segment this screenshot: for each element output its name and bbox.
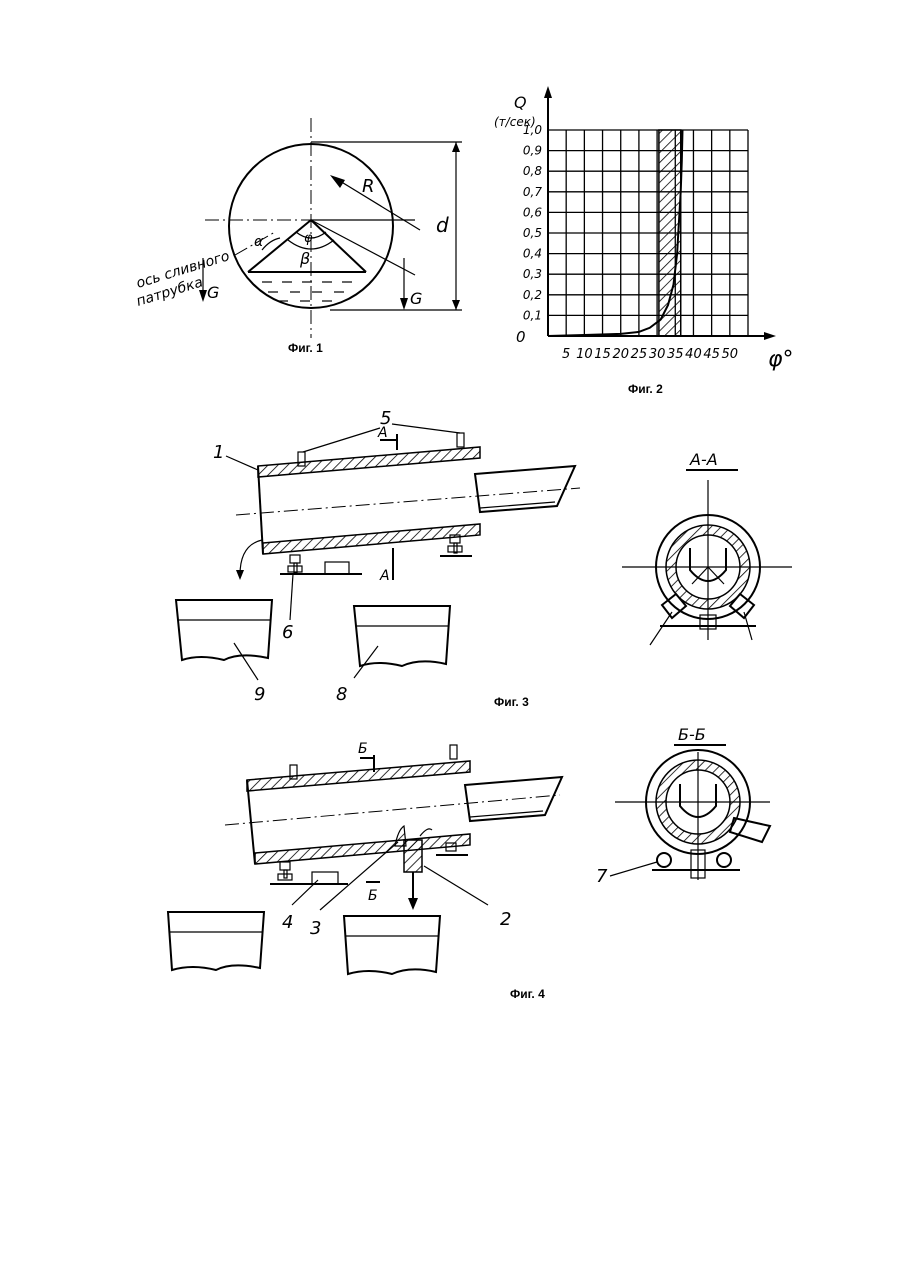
- fig3-caption: Фиг. 3: [494, 695, 529, 709]
- y-axis-label-line1: Q: [514, 93, 527, 112]
- radius-R-arrowhead: [330, 175, 345, 188]
- label-8: 8: [336, 684, 347, 705]
- flow-curl: [420, 829, 432, 836]
- leader-9: [234, 643, 258, 680]
- radius-R-diagonal: [311, 220, 415, 275]
- diameter-arrow-bottom: [452, 300, 460, 310]
- label-phi: φ: [304, 231, 313, 246]
- discharge-spout: [475, 466, 575, 512]
- figure-4: Б Б 4 3 2 Фиг. 4 Б-Б: [168, 725, 770, 1001]
- leader-5-right: [392, 424, 460, 433]
- section-A-A-label: А-А: [689, 450, 718, 469]
- label-G-left: G: [207, 283, 219, 302]
- label-alpha: α: [254, 234, 264, 250]
- section-B-B: Б-Б 7: [596, 725, 770, 887]
- x-tick-label-20: 20: [612, 347, 629, 362]
- fig4-caption: Фиг. 4: [510, 987, 545, 1001]
- y-tick-label-3: 0,3: [523, 267, 542, 281]
- y-tick-label-1: 0,1: [523, 308, 542, 322]
- cut-B-bottom-label: Б: [368, 888, 378, 904]
- y-axis-arrowhead: [544, 86, 552, 98]
- y-tick-label-2: 0,2: [523, 288, 542, 302]
- x-tick-label-35: 35: [667, 347, 684, 362]
- cut-A-bottom-label: А: [379, 568, 390, 584]
- gravity-arrow-right-head: [400, 298, 408, 310]
- leader-6: [290, 574, 293, 620]
- leader-7: [610, 862, 657, 876]
- liquid-fill-dashes: [262, 282, 352, 301]
- x-tick-label-25: 25: [631, 347, 648, 362]
- leader-2: [424, 866, 488, 905]
- drum4-wall-bottom-hatched: [255, 834, 470, 864]
- fig1-caption: Фиг. 1: [288, 341, 323, 355]
- drum-axis: [236, 488, 580, 515]
- label-4: 4: [282, 912, 293, 933]
- figure-2-chart: 5 101520253035404550 0,1 0,2 0,3 0,4 0,5 0,6 0,7…: [494, 86, 794, 372]
- label-5: 5: [380, 408, 391, 429]
- y-tick-label-6: 0,6: [523, 205, 542, 219]
- x-tick-label-5: 5: [562, 347, 570, 362]
- vessel-right-4: [344, 916, 440, 974]
- drum4-wall-top-hatched: [247, 761, 470, 791]
- radius-line-right: [311, 220, 366, 272]
- x-tick-label-50: 50: [722, 347, 739, 362]
- leader-5-left: [303, 428, 380, 452]
- vessel-left-4: [168, 912, 264, 970]
- x-tick-label-40: 40: [685, 347, 702, 362]
- y-tick-label-8: 0,8: [523, 164, 542, 178]
- label-3: 3: [310, 918, 321, 939]
- vessel-8: [354, 606, 450, 666]
- drain-flow-arrowhead: [408, 898, 418, 910]
- radius-R-arrow-line: [335, 178, 420, 230]
- leader-1: [226, 456, 258, 470]
- origin-label: 0: [516, 328, 526, 346]
- fig2-caption: Фиг. 2: [628, 382, 663, 396]
- x-axis-arrowhead: [764, 332, 776, 340]
- y-tick-label-9: 0,9: [523, 144, 542, 158]
- figure-3: А А 1 5 6 9: [176, 408, 792, 709]
- vessel-9: [176, 600, 272, 660]
- outflow-arrowhead: [236, 570, 244, 580]
- drain-nozzle: [404, 840, 422, 872]
- drum4-top-support-right: [450, 745, 457, 759]
- bottom-support-left: [280, 555, 362, 574]
- y-tick-label-5: 0,5: [523, 226, 542, 240]
- diameter-arrow-top: [452, 142, 460, 152]
- label-7: 7: [596, 866, 608, 887]
- x-tick-label-30: 30: [649, 347, 666, 362]
- label-9: 9: [254, 684, 265, 705]
- gravity-arrow-left-head: [199, 290, 207, 302]
- cut-B-top-label: Б: [358, 741, 368, 757]
- x-tick-label-45: 45: [703, 347, 720, 362]
- label-6: 6: [282, 622, 293, 643]
- x-tick-label-10: 10: [576, 347, 593, 362]
- label-G-right: G: [410, 289, 422, 308]
- y-tick-label-4: 0,4: [523, 247, 542, 261]
- label-d: d: [436, 213, 449, 237]
- section-A-A: А-А: [622, 450, 792, 645]
- outflow-arrow: [240, 540, 262, 575]
- label-1: 1: [213, 442, 224, 463]
- drum4-bottom-support-left: [270, 862, 348, 884]
- y-axis-label-line2: (т/сек): [494, 115, 536, 129]
- label-2: 2: [500, 909, 511, 930]
- y-tick-label-7: 0,7: [523, 185, 542, 199]
- section-B-roller-right: [717, 853, 731, 867]
- label-R: R: [362, 176, 375, 197]
- top-support-right: [457, 433, 464, 447]
- x-tick-label-15: 15: [594, 347, 611, 362]
- drum-wall-top-hatched: [258, 447, 480, 477]
- section-B-roller-left: [657, 853, 671, 867]
- section-B-B-label: Б-Б: [678, 725, 706, 744]
- section-A-leg-left: [650, 612, 672, 645]
- x-axis-label: φ°: [768, 347, 794, 372]
- label-beta: β: [299, 249, 310, 268]
- drum4-axis: [225, 795, 560, 825]
- figure-1: R d φ β α G G ось сливного патрубка Фиг.…: [134, 118, 462, 355]
